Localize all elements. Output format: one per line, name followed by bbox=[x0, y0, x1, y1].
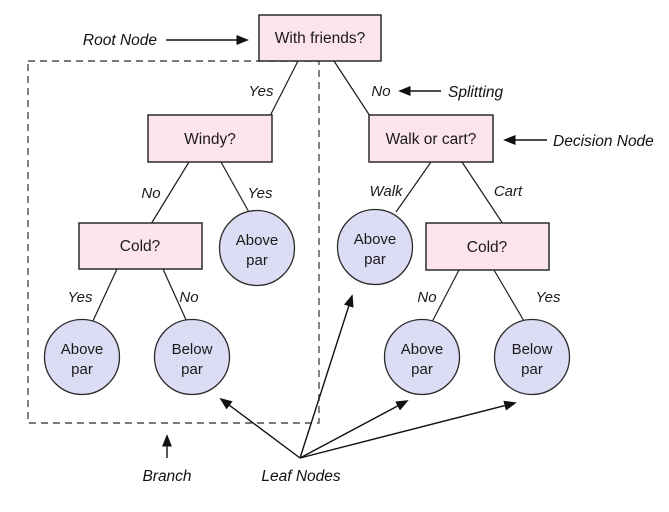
annotation-leaf-nodes: Leaf Nodes bbox=[261, 468, 341, 485]
leaf-cold-right-no bbox=[383, 318, 461, 396]
leaf-cold-right-no-label-line1: Above bbox=[401, 341, 444, 358]
edge-label-windy-yes: Yes bbox=[247, 185, 273, 202]
leaf-cold-right-no-label-line2: par bbox=[411, 361, 433, 378]
edge-label-walk: Walk bbox=[369, 183, 404, 200]
edge-label-root-yes: Yes bbox=[248, 83, 274, 100]
leaf-windy-yes-label-line1: Above bbox=[236, 232, 279, 249]
leaf-nodes: Above par Above par Below par Above par … bbox=[43, 208, 571, 396]
edge-cold-right-above-par bbox=[431, 269, 460, 323]
edge-label-cold-right-no: No bbox=[417, 289, 436, 306]
edge-labels: Yes No No Yes Yes No Walk Cart No Yes bbox=[67, 83, 561, 306]
edge-root-windy bbox=[269, 60, 299, 117]
leaf-cold-left-yes bbox=[43, 318, 121, 396]
leaf-nodes-arrow-2 bbox=[299, 294, 354, 459]
edge-label-windy-no: No bbox=[141, 185, 160, 202]
node-cold-right-label: Cold? bbox=[467, 239, 508, 256]
annotation-splitting: Splitting bbox=[448, 84, 504, 101]
leaf-cold-left-no-label-line1: Below bbox=[172, 341, 213, 358]
leaf-cold-left-no-label-line2: par bbox=[181, 361, 203, 378]
edge-label-cold-left-yes: Yes bbox=[67, 289, 93, 306]
annotations: Root Node Splitting Decision Node Branch… bbox=[83, 32, 654, 485]
leaf-cold-right-yes-label-line1: Below bbox=[512, 341, 553, 358]
node-cold-right bbox=[425, 222, 550, 271]
edge-cold-right-below-par bbox=[493, 269, 525, 322]
leaf-cold-right-yes-label-line2: par bbox=[521, 361, 543, 378]
annotation-branch: Branch bbox=[142, 468, 191, 485]
tree-edges bbox=[91, 60, 525, 324]
edge-cart-cold-right bbox=[461, 161, 504, 225]
edge-cold-left-above-par bbox=[91, 268, 118, 324]
node-root bbox=[258, 14, 382, 62]
edge-windy-above-par bbox=[220, 161, 251, 215]
leaf-nodes-arrow-1 bbox=[219, 397, 301, 459]
leaf-nodes-arrow-3 bbox=[299, 400, 409, 459]
leaf-cold-left-yes-label-line1: Above bbox=[61, 341, 104, 358]
node-cold-left bbox=[78, 222, 203, 270]
node-windy bbox=[147, 114, 273, 163]
annotation-decision-node: Decision Node bbox=[553, 133, 654, 150]
leaf-windy-yes bbox=[218, 209, 296, 287]
leaf-cold-right-yes bbox=[493, 318, 571, 396]
edge-label-cold-right-yes: Yes bbox=[535, 289, 561, 306]
node-cold-left-label: Cold? bbox=[120, 238, 161, 255]
edge-windy-cold bbox=[150, 161, 190, 225]
node-walk-or-cart-label: Walk or cart? bbox=[386, 131, 477, 148]
leaf-walk bbox=[336, 208, 414, 286]
node-walk-or-cart bbox=[368, 114, 494, 163]
leaf-windy-yes-label-line2: par bbox=[246, 252, 268, 269]
leaf-nodes-arrow-4 bbox=[299, 400, 517, 459]
edge-root-walk-or-cart bbox=[333, 60, 371, 117]
leaf-walk-label-line2: par bbox=[364, 251, 386, 268]
decision-nodes: With friends? Windy? Walk or cart? Cold?… bbox=[78, 14, 550, 271]
annotation-root-node: Root Node bbox=[83, 32, 157, 49]
edge-label-cart: Cart bbox=[494, 183, 523, 200]
edge-cold-left-below-par bbox=[162, 268, 188, 323]
leaf-walk-label-line1: Above bbox=[354, 231, 397, 248]
edge-label-cold-left-no: No bbox=[179, 289, 198, 306]
leaf-cold-left-no bbox=[153, 318, 231, 396]
node-root-label: With friends? bbox=[275, 30, 366, 47]
edge-label-root-no: No bbox=[371, 83, 390, 100]
leaf-cold-left-yes-label-line2: par bbox=[71, 361, 93, 378]
edge-walk-above-par bbox=[395, 161, 432, 213]
branch-region-outline bbox=[27, 60, 320, 424]
node-windy-label: Windy? bbox=[184, 131, 236, 148]
